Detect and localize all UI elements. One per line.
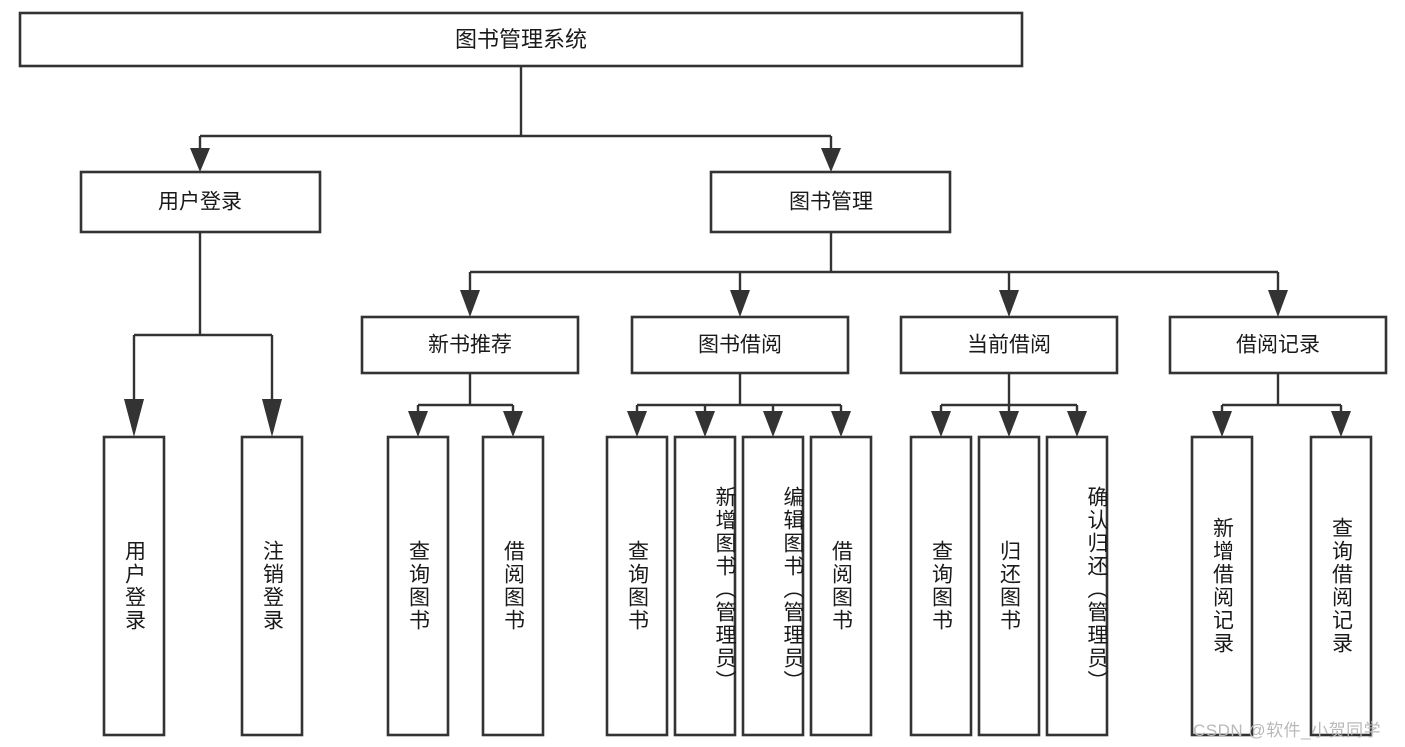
- arrowhead-icon: [730, 290, 750, 317]
- node-new-book-recommend[interactable]: [360, 315, 580, 375]
- node-user-login[interactable]: [79, 170, 322, 234]
- node-root-label: 图书管理系统: [455, 27, 587, 52]
- node-current-borrow[interactable]: [899, 315, 1119, 375]
- leaf-user-login-1[interactable]: [240, 435, 304, 737]
- node-new-book-recommend-label: 新书推荐: [428, 334, 512, 357]
- leaf-book-borrow-3[interactable]: [809, 435, 873, 737]
- arrowhead-icon: [627, 411, 647, 437]
- arrowhead-icon: [821, 148, 841, 172]
- node-borrow-record-label: 借阅记录: [1236, 334, 1320, 357]
- arrowhead-icon: [503, 411, 523, 437]
- leaf-new-book-0[interactable]: [386, 435, 450, 737]
- node-book-borrow[interactable]: [630, 315, 850, 375]
- node-root[interactable]: [18, 11, 1024, 68]
- arrowhead-icon: [124, 399, 144, 437]
- arrowhead-icon: [695, 411, 715, 437]
- arrowhead-icon: [408, 411, 428, 437]
- arrowhead-icon: [999, 290, 1019, 317]
- arrowhead-icon: [931, 411, 951, 437]
- leaf-borrow-record-0[interactable]: [1190, 435, 1254, 737]
- node-book-manage[interactable]: [709, 170, 952, 234]
- arrowhead-icon: [1331, 411, 1351, 437]
- arrowhead-icon: [1268, 290, 1288, 317]
- node-box-group: 图书管理系统 用户登录 图书管理 新书推荐 图书借阅 当前借阅 借阅记录: [18, 11, 1388, 737]
- arrowhead-icon: [999, 411, 1019, 437]
- arrowhead-icon: [831, 411, 851, 437]
- node-user-login-label: 用户登录: [158, 191, 242, 214]
- node-current-borrow-label: 当前借阅: [967, 334, 1051, 357]
- node-book-borrow-label: 图书借阅: [698, 334, 782, 357]
- leaf-book-borrow-0[interactable]: [605, 435, 669, 737]
- arrowhead-group: [124, 148, 1351, 437]
- leaf-current-borrow-0[interactable]: [909, 435, 973, 737]
- leaf-user-login-0[interactable]: [102, 435, 166, 737]
- arrowhead-icon: [190, 148, 210, 172]
- leaf-new-book-1[interactable]: [481, 435, 545, 737]
- leaf-current-borrow-2[interactable]: [1045, 435, 1109, 737]
- leaf-current-borrow-1[interactable]: [977, 435, 1041, 737]
- node-borrow-record[interactable]: [1168, 315, 1388, 375]
- arrowhead-icon: [262, 399, 282, 437]
- leaf-borrow-record-1[interactable]: [1309, 435, 1373, 737]
- leaf-book-borrow-2[interactable]: [741, 435, 805, 737]
- leaf-book-borrow-1[interactable]: [673, 435, 737, 737]
- arrowhead-icon: [1067, 411, 1087, 437]
- node-book-manage-label: 图书管理: [789, 191, 873, 214]
- arrowhead-icon: [763, 411, 783, 437]
- arrowhead-icon: [460, 290, 480, 317]
- arrowhead-icon: [1212, 411, 1232, 437]
